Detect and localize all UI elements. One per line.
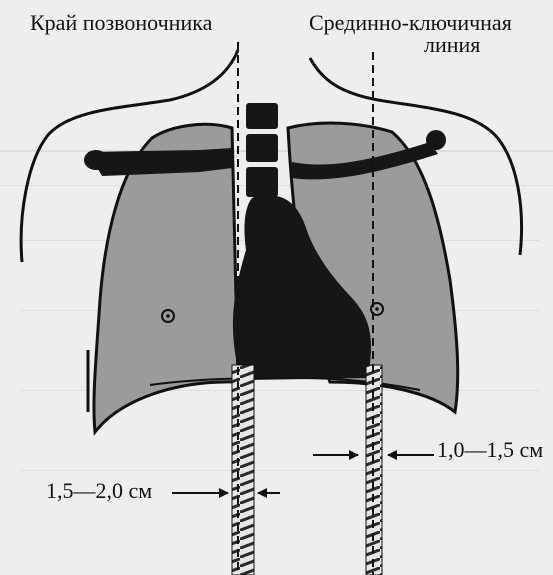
label-spine-edge: Край позвоночника: [30, 12, 212, 34]
label-measure-left: 1,5—2,0 см: [46, 480, 152, 502]
left-clavicle-head: [426, 130, 446, 150]
spine-lower-left: [232, 365, 254, 575]
label-midclavicular-2: линия: [424, 34, 480, 56]
vertebra-1: [246, 103, 278, 129]
vertebra-3: [246, 167, 278, 197]
label-midclavicular-1: Срединно-ключичная: [309, 12, 512, 34]
label-measure-right: 1,0—1,5 см: [437, 439, 543, 461]
vertebra-2: [246, 134, 278, 162]
right-clavicle-head: [84, 150, 108, 170]
